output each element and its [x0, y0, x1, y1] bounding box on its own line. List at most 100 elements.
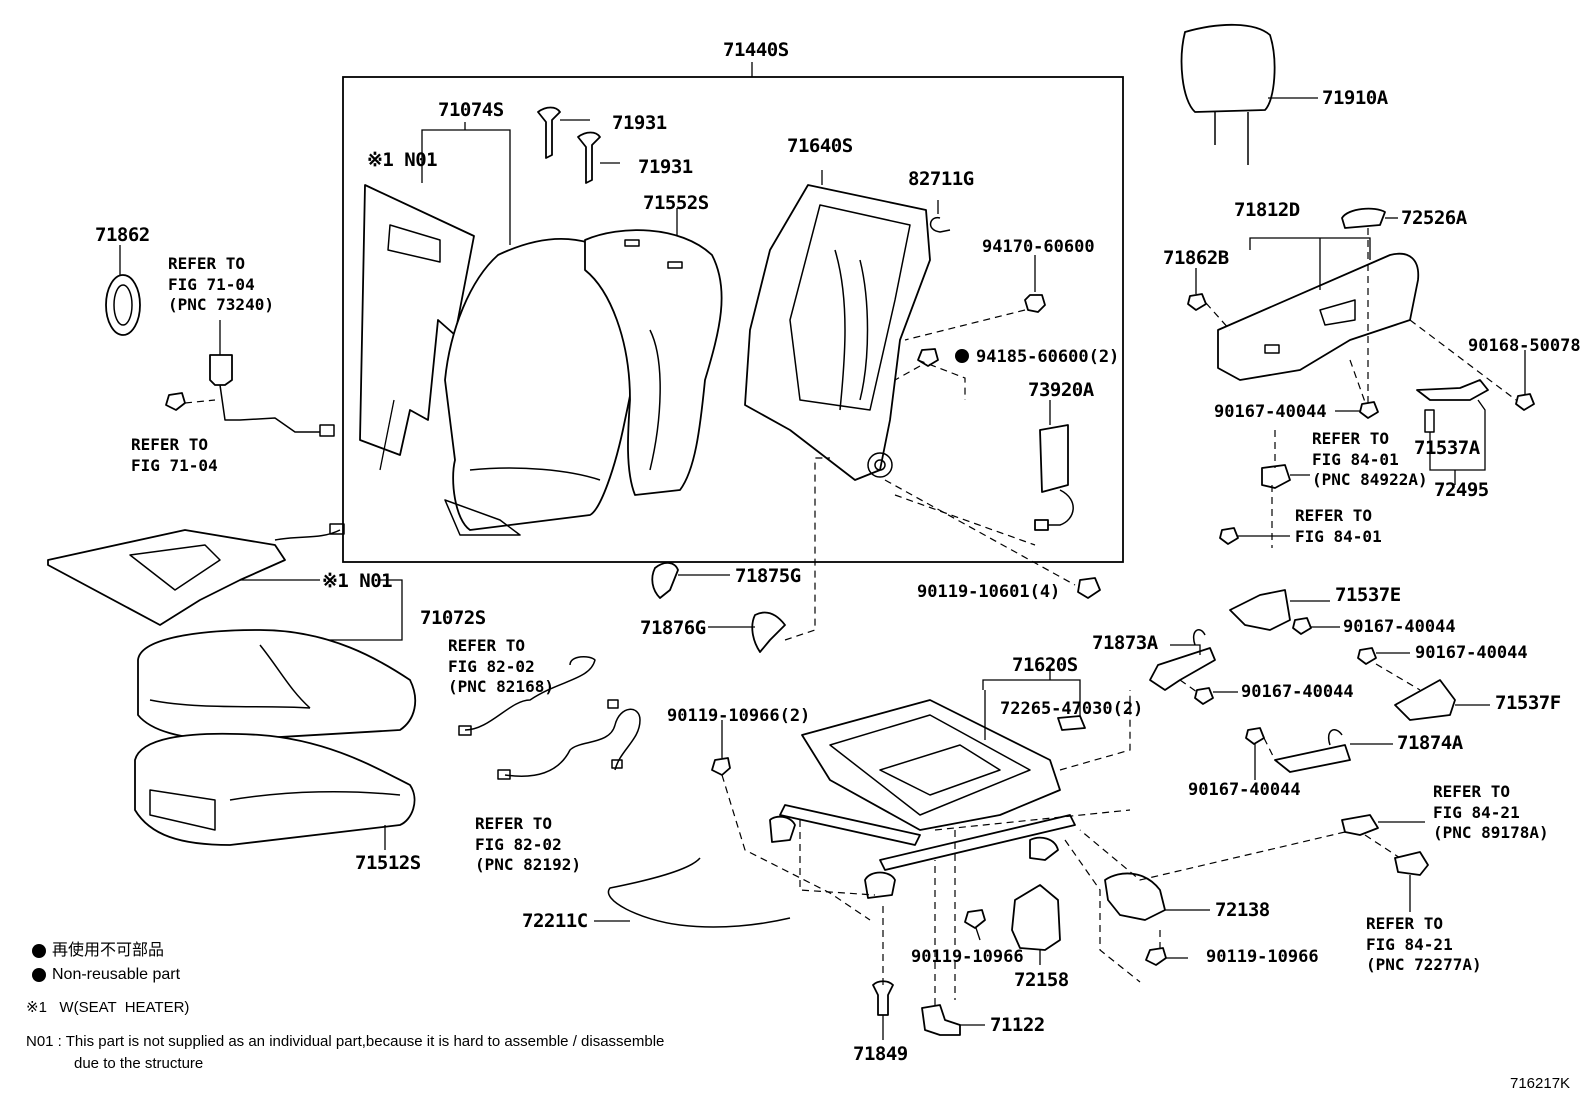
label-n01-mid: ※1 N01: [322, 570, 393, 592]
label-72158[interactable]: 72158: [1014, 969, 1069, 991]
label-71537A[interactable]: 71537A: [1414, 437, 1480, 459]
label-71931-a[interactable]: 71931: [612, 112, 667, 134]
label-71640S[interactable]: 71640S: [787, 135, 853, 157]
label-71537E[interactable]: 71537E: [1335, 584, 1401, 606]
connector-84922A: [1261, 464, 1291, 489]
clip-71931-a: [537, 106, 561, 159]
label-71862[interactable]: 71862: [95, 224, 150, 246]
legend-n01-note: N01 : This part is not supplied as an in…: [26, 1033, 665, 1050]
harness-82168: [464, 655, 596, 731]
non-reusable-marker: [955, 349, 969, 363]
label-71552S[interactable]: 71552S: [643, 192, 709, 214]
wire-72211C: [607, 857, 791, 928]
label-71875G[interactable]: 71875G: [735, 565, 801, 587]
harness-82192: [504, 708, 641, 777]
label-71931-b[interactable]: 71931: [638, 156, 693, 178]
back-pad-71552S: [584, 229, 723, 496]
belt-buckle: [209, 354, 233, 386]
back-frame-71640S: [744, 184, 931, 481]
label-90119-10966-2[interactable]: 90119-10966(2): [667, 706, 811, 726]
shield-71812D: [1217, 252, 1420, 381]
refer-fig-84-01-pnc-84922A[interactable]: REFER TO FIG 84-01 (PNC 84922A): [1312, 429, 1428, 489]
nut-94170: [1024, 294, 1046, 313]
cover-72138: [1104, 872, 1166, 921]
label-71620S[interactable]: 71620S: [1012, 654, 1078, 676]
refer-fig-82-02-pnc-82168[interactable]: REFER TO FIG 82-02 (PNC 82168): [448, 636, 554, 696]
label-72265-47030[interactable]: 72265-47030(2): [1000, 699, 1144, 719]
legend-nonreusable-jp: 再使用不可部品: [52, 942, 165, 959]
seat-heater-back: [359, 184, 475, 456]
label-71910A[interactable]: 71910A: [1322, 87, 1388, 109]
label-94185-60600[interactable]: 94185-60600(2): [976, 347, 1120, 367]
label-71874A[interactable]: 71874A: [1397, 732, 1463, 754]
label-94170-60600[interactable]: 94170-60600: [982, 237, 1095, 257]
label-71122[interactable]: 71122: [990, 1014, 1045, 1036]
label-90167-40044-d[interactable]: 90167-40044: [1241, 682, 1354, 702]
bracket-71122: [921, 1004, 961, 1036]
label-71512S[interactable]: 71512S: [355, 852, 421, 874]
cushion-cover-71072S: [137, 629, 417, 741]
label-90167-40044-c[interactable]: 90167-40044: [1415, 643, 1528, 663]
refer-fig-71-04[interactable]: REFER TO FIG 71-04: [131, 435, 218, 475]
label-71812D[interactable]: 71812D: [1234, 199, 1300, 221]
legend-seat-heater-note: ※1 W(SEAT HEATER): [26, 999, 190, 1016]
clip-72265: [1057, 715, 1086, 731]
belt-guide-71862: [105, 274, 141, 336]
label-n01-top: ※1 N01: [367, 149, 438, 171]
seat-adjuster-71620S: [801, 699, 1061, 831]
bolt-90119-10966-b: [1145, 947, 1167, 966]
bolt-90119-10601: [1077, 577, 1101, 599]
label-71537F[interactable]: 71537F: [1495, 692, 1561, 714]
label-82711G[interactable]: 82711G: [908, 168, 974, 190]
refer-fig-71-04-pnc-73240[interactable]: REFER TO FIG 71-04 (PNC 73240): [168, 254, 274, 314]
connector-89178A: [1341, 814, 1379, 836]
refer-fig-82-02-pnc-82192[interactable]: REFER TO FIG 82-02 (PNC 82192): [475, 814, 581, 874]
label-71876G[interactable]: 71876G: [640, 617, 706, 639]
cushion-pad-71512S: [134, 732, 416, 846]
screw-90168: [1515, 393, 1535, 411]
screw-71862B: [1187, 293, 1207, 311]
bolt-90119-10966-a: [964, 909, 986, 929]
label-71074S[interactable]: 71074S: [438, 99, 504, 121]
label-72526A[interactable]: 72526A: [1401, 207, 1467, 229]
cover-72158: [1011, 884, 1061, 951]
legend-nonreusable-en: Non-reusable part: [52, 966, 181, 983]
refer-fig-84-21-pnc-89178A[interactable]: REFER TO FIG 84-21 (PNC 89178A): [1433, 782, 1549, 842]
knob-72526A: [1341, 207, 1386, 229]
bolt-90119-10966-2: [711, 757, 731, 776]
cover-72277A: [1394, 851, 1429, 876]
cover-71876G: [751, 611, 786, 653]
label-71440S[interactable]: 71440S: [723, 39, 789, 61]
seat-heater-cushion: [47, 529, 286, 626]
refer-fig-84-01[interactable]: REFER TO FIG 84-01: [1295, 506, 1382, 546]
nut-94185: [917, 348, 939, 367]
lever-72495: [1416, 379, 1489, 401]
refer-fig-84-21-pnc-72277A[interactable]: REFER TO FIG 84-21 (PNC 72277A): [1366, 914, 1482, 974]
bracket-71874A: [1274, 744, 1351, 773]
label-90119-10601[interactable]: 90119-10601(4): [917, 582, 1061, 602]
diagram-code: 716217K: [1510, 1075, 1571, 1092]
side-airbag-73920A: [1039, 424, 1069, 493]
bracket-71873A: [1149, 647, 1216, 691]
label-71849[interactable]: 71849: [853, 1043, 908, 1065]
cover-71875G: [651, 562, 679, 599]
label-90167-40044-a[interactable]: 90167-40044: [1214, 402, 1327, 422]
assembly-box-71440S: [342, 76, 1124, 563]
label-71873A[interactable]: 71873A: [1092, 632, 1158, 654]
label-72211C[interactable]: 72211C: [522, 910, 588, 932]
headrest-71910A: [1180, 23, 1276, 113]
label-73920A[interactable]: 73920A: [1028, 379, 1094, 401]
cover-71537E: [1229, 589, 1291, 631]
label-71072S[interactable]: 71072S: [420, 607, 486, 629]
label-72138[interactable]: 72138: [1215, 899, 1270, 921]
label-90119-10966-a[interactable]: 90119-10966: [911, 947, 1024, 967]
label-90167-40044-e[interactable]: 90167-40044: [1188, 780, 1301, 800]
plug-71849: [872, 980, 894, 1016]
cover-71537F: [1394, 679, 1456, 721]
label-90167-40044-b[interactable]: 90167-40044: [1343, 617, 1456, 637]
label-71862B[interactable]: 71862B: [1163, 247, 1229, 269]
label-72495[interactable]: 72495: [1434, 479, 1489, 501]
label-90119-10966-b[interactable]: 90119-10966: [1206, 947, 1319, 967]
label-90168-50078[interactable]: 90168-50078: [1468, 336, 1581, 356]
